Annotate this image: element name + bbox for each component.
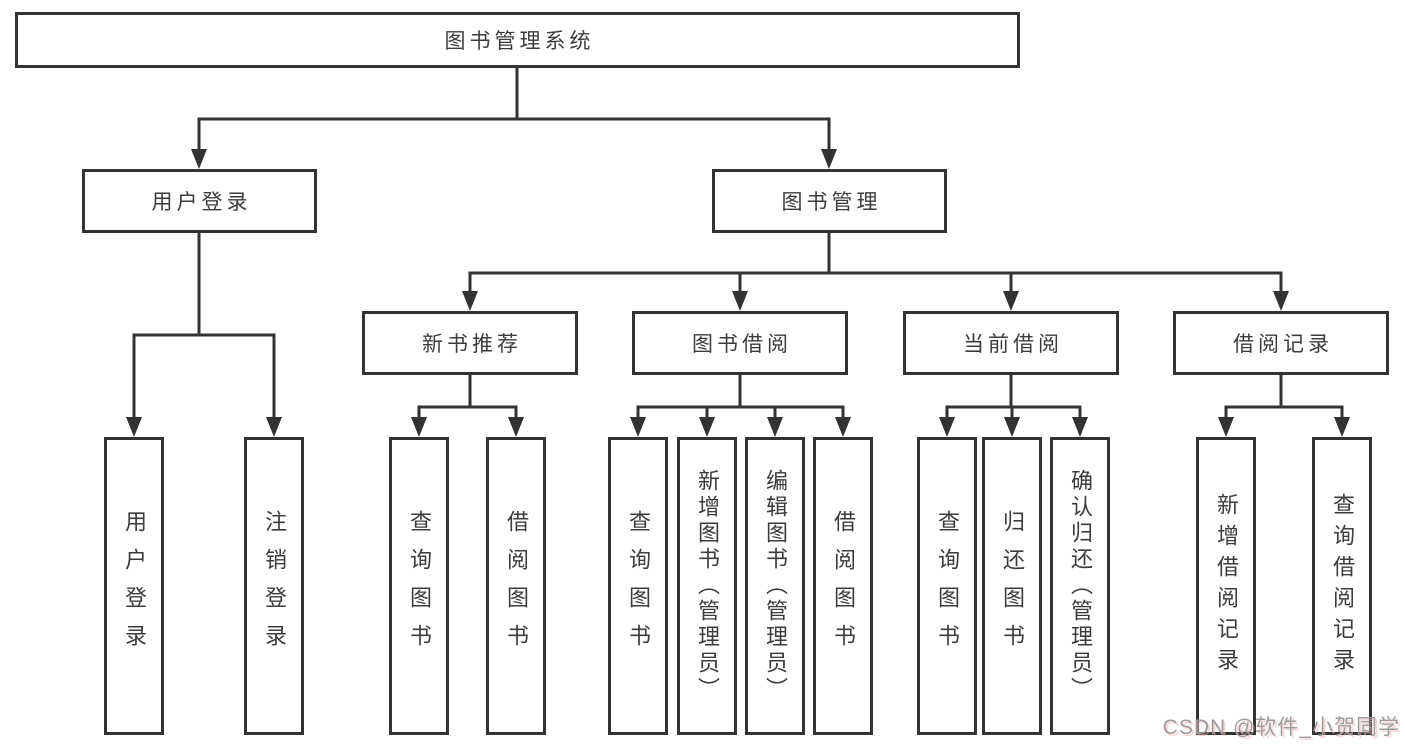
leaf-label: 编辑图书（管理员） — [763, 469, 788, 703]
node-book-borrow: 图书借阅 — [632, 311, 848, 375]
leaf-label: 确认归还（管理员） — [1068, 469, 1093, 703]
leaf-label: 借阅图书 — [504, 510, 529, 662]
leaf-label: 查询图书 — [626, 510, 651, 662]
node-current-borrow: 当前借阅 — [903, 311, 1119, 375]
leaf-confirm-return-admin: 确认归还（管理员） — [1050, 437, 1110, 735]
leaf-borrow-book: 借阅图书 — [813, 437, 873, 735]
leaf-logout: 注销登录 — [244, 437, 304, 735]
leaf-label: 查询图书 — [935, 510, 960, 662]
leaf-label: 新增借阅记录 — [1214, 493, 1239, 679]
leaf-query-book-recommend: 查询图书 — [389, 437, 449, 735]
leaf-label: 借阅图书 — [831, 510, 856, 662]
leaf-edit-book-admin: 编辑图书（管理员） — [745, 437, 805, 735]
leaf-label: 注销登录 — [262, 510, 287, 662]
leaf-add-book-admin: 新增图书（管理员） — [677, 437, 737, 735]
leaf-add-borrow-record: 新增借阅记录 — [1196, 437, 1256, 735]
leaf-user-login: 用户登录 — [104, 437, 164, 735]
leaf-return-book: 归还图书 — [982, 437, 1042, 735]
node-user-login: 用户登录 — [82, 169, 317, 233]
csdn-watermark: CSDN @软件_小贺同学 — [1162, 716, 1400, 739]
leaf-query-book-current: 查询图书 — [917, 437, 977, 735]
leaf-borrow-book-recommend: 借阅图书 — [486, 437, 546, 735]
leaf-label: 新增图书（管理员） — [695, 469, 720, 703]
node-new-book-recommend: 新书推荐 — [362, 311, 578, 375]
leaf-query-book-borrow: 查询图书 — [608, 437, 668, 735]
node-root-system: 图书管理系统 — [15, 12, 1020, 68]
node-book-management: 图书管理 — [712, 169, 947, 233]
leaf-label: 查询借阅记录 — [1330, 493, 1355, 679]
leaf-query-borrow-record: 查询借阅记录 — [1312, 437, 1372, 735]
leaf-label: 用户登录 — [122, 510, 147, 662]
leaf-label: 归还图书 — [1000, 510, 1025, 662]
leaf-label: 查询图书 — [407, 510, 432, 662]
node-borrow-records: 借阅记录 — [1173, 311, 1389, 375]
